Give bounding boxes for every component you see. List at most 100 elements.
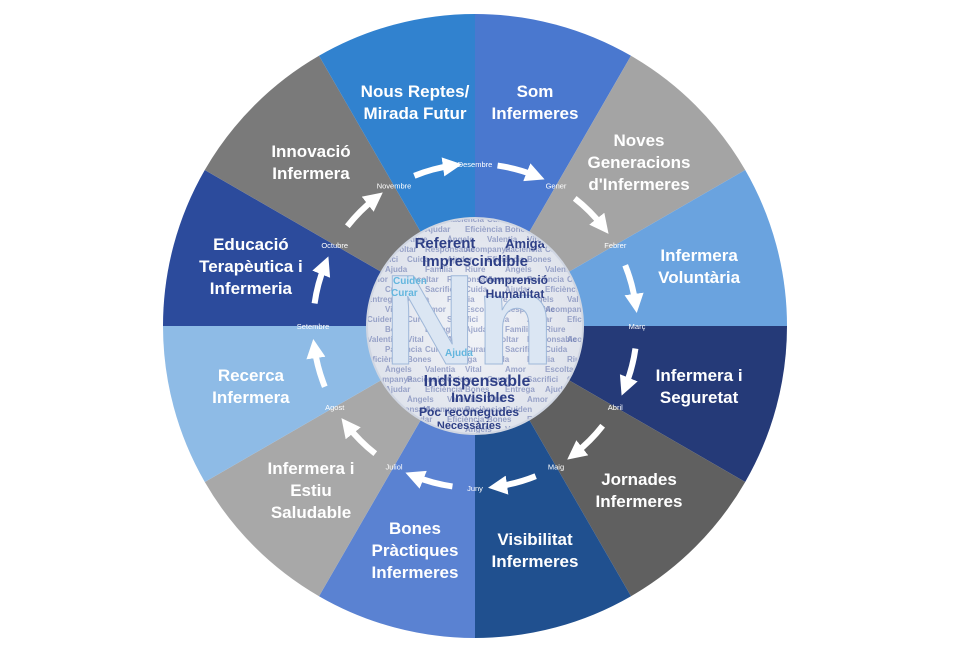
cloud-filler-word: Paciència (385, 345, 422, 354)
word-cloud-border (366, 217, 584, 435)
cloud-filler-word: Àngels (407, 395, 434, 404)
cloud-filler-word: Riure (465, 265, 486, 274)
cloud-filler-word: Riure (407, 235, 428, 244)
cloud-filler-word: Acompanya (545, 305, 591, 314)
cloud-filler-word: Ajudar (527, 315, 552, 324)
cloud-word-3: Comprensió (478, 273, 548, 287)
month-label-0: Gener (546, 182, 567, 191)
cycle-arrow-10 (413, 157, 462, 179)
cloud-filler-word: Cuiden (447, 375, 474, 384)
cloud-word-8: Necessàries (437, 420, 501, 432)
cloud-filler-word: Valentia (487, 235, 518, 244)
cloud-word-5: Indispensable (424, 373, 531, 390)
month-label-5: Juny (467, 484, 483, 493)
cloud-filler-word: Bones (505, 225, 530, 234)
cloud-filler-word: Curar (407, 315, 428, 324)
nn-logo: Nn (384, 249, 555, 392)
cloud-filler-word: Àngels (447, 235, 474, 244)
cloud-filler-word: Entrega (367, 295, 397, 304)
cloud-filler-word: Sacrifici (447, 315, 478, 324)
month-label-8: Setembre (297, 322, 330, 331)
cloud-filler-word: Curar (465, 345, 486, 354)
cloud-filler-word: Eficiència (545, 285, 583, 294)
cloud-filler-word: Responsable (425, 245, 475, 254)
cycle-arrow-4 (488, 473, 537, 495)
cloud-filler-word: Àngels (505, 265, 532, 274)
cloud-filler-word: Entrega (505, 385, 535, 394)
month-label-7: Agost (325, 403, 345, 412)
cloud-filler-word: Ajudar (385, 385, 410, 394)
cloud-filler-word: Entrega (447, 355, 477, 364)
cloud-filler-word: Riure (567, 355, 588, 364)
cycle-arrow-9 (344, 192, 383, 229)
cloud-filler-word: Ajuda (407, 295, 430, 304)
cloud-filler-word: Cuiden (425, 345, 452, 354)
cloud-word-4: Humanitat (486, 287, 545, 301)
cycle-arrow-6 (341, 418, 378, 457)
cloud-filler-word: Escoltar (487, 335, 519, 344)
cycle-arrow-2 (619, 348, 639, 396)
cloud-filler-word: Ajudar (505, 285, 530, 294)
cloud-filler-word: Eficiència (487, 255, 525, 264)
cloud-filler-word: Responsable (447, 275, 497, 284)
cloud-filler-word: Amor (425, 305, 446, 314)
cloud-word-1: Amiga (505, 236, 546, 251)
cloud-filler-word: Acompanya (465, 245, 511, 254)
cloud-filler-word: Responsable (505, 305, 555, 314)
cloud-filler-word: Eficiència (447, 415, 485, 424)
cloud-filler-word: Eficiència (465, 225, 503, 234)
cloud-filler-word: Ajuda (487, 355, 510, 364)
cloud-filler-word: Bones (407, 355, 432, 364)
month-label-2: Març (629, 322, 646, 331)
cloud-word-2: Imprescindible (422, 253, 528, 270)
cloud-filler-word: Sacrifici (425, 285, 456, 294)
cloud-filler-word: Cuida (487, 315, 510, 324)
cloud-filler-word: Cuida (545, 345, 568, 354)
cloud-filler-word: Família (505, 325, 533, 334)
cloud-filler-word: Escoltar (545, 365, 577, 374)
cloud-filler-word: Família (425, 265, 453, 274)
cloud-filler-word: Ajudar (447, 255, 472, 264)
cloud-word-0: Referent (415, 235, 476, 252)
cloud-filler-word: Responsable (385, 405, 435, 414)
cloud-filler-word: Vital (385, 305, 402, 314)
month-label-1: Febrer (604, 241, 627, 250)
cycle-arrow-0 (572, 195, 609, 234)
cycle-arrow-3 (567, 423, 606, 460)
cloud-filler-word: Cuida (465, 285, 488, 294)
cloud-filler-word: Paciència (527, 275, 564, 284)
cloud-filler-word: Acompanya (487, 275, 533, 284)
cloud-filler-word: Família (447, 295, 475, 304)
month-label-11: Desembre (458, 160, 493, 169)
cloud-filler-word: Família (527, 355, 555, 364)
cloud-filler-word: Bones (487, 415, 512, 424)
cloud-filler-word: Bones (465, 385, 490, 394)
cloud-filler-word: Valentia (545, 265, 576, 274)
cloud-filler-word: Paciència (447, 215, 484, 224)
cloud-filler-word: Acompanya (567, 335, 613, 344)
cloud-word-7: Poc reconegudes (419, 405, 519, 419)
cloud-filler-word: Cuiden (505, 405, 532, 414)
cloud-filler-word: Àngels (465, 425, 492, 434)
cloud-filler-word: Escoltar (465, 305, 497, 314)
cloud-filler-word: Àngels (527, 295, 554, 304)
month-label-3: Abril (608, 403, 623, 412)
cloud-filler-word: Cuida (407, 255, 430, 264)
cloud-filler-word: Eficiència (425, 385, 463, 394)
cloud-filler-word: Paciència (505, 245, 542, 254)
cloud-filler-word: Entrega (425, 325, 455, 334)
cloud-filler-word: Amor (505, 365, 526, 374)
cloud-filler-word: Vital (465, 365, 482, 374)
cloud-filler-word: Ajuda (545, 385, 568, 394)
cloud-filler-word: Responsable (527, 335, 577, 344)
cloud-accent-word: Ajuda (445, 348, 473, 359)
cloud-filler-word: Bones (527, 255, 552, 264)
month-label-6: Juliol (385, 462, 402, 471)
cloud-filler-word: Acompanya (367, 375, 413, 384)
